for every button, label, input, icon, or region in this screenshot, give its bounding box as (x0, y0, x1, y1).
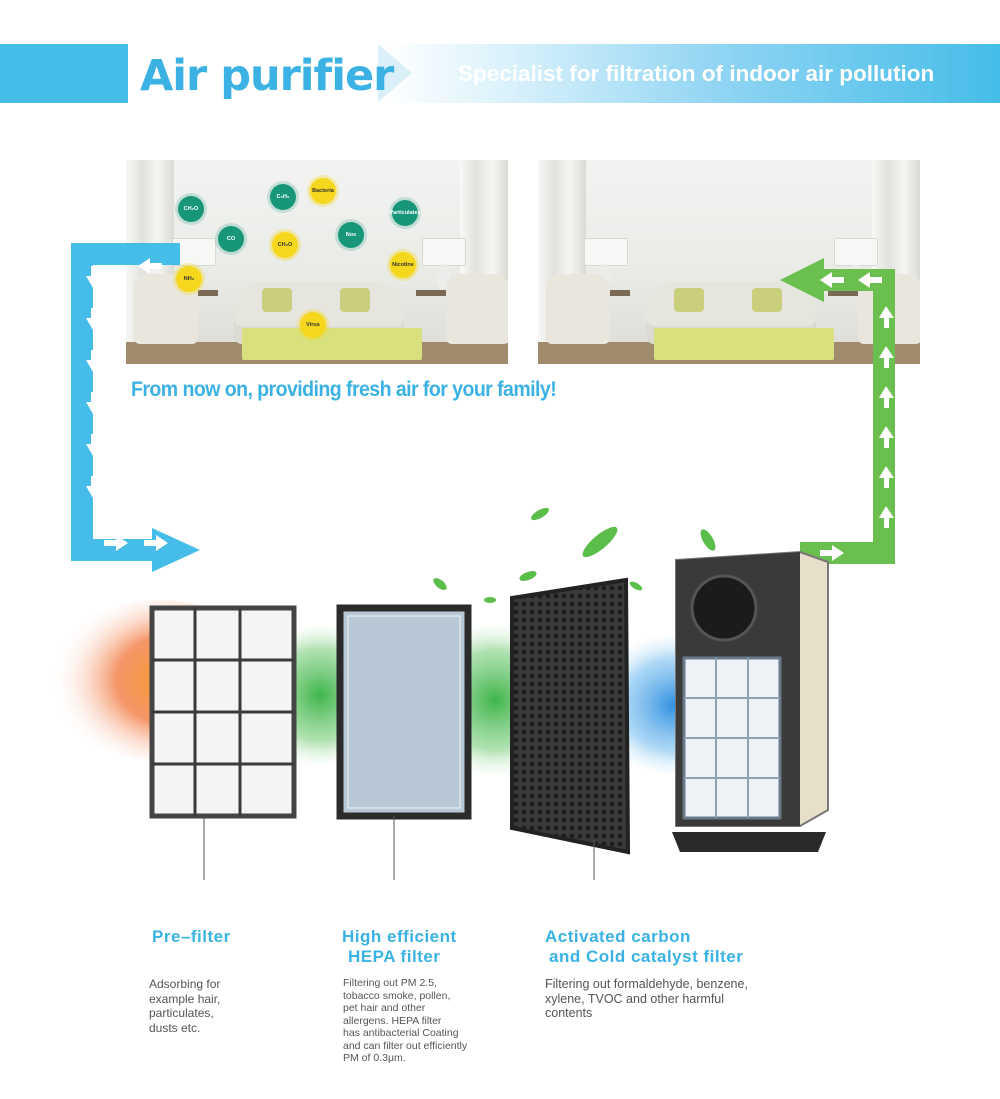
pollutant-badge: CO (218, 226, 244, 252)
carbon-filter-title: Activated carbon and Cold catalyst filte… (545, 927, 744, 966)
pollutant-badge: NH₃ (176, 266, 202, 292)
banner-left-tab (0, 44, 128, 103)
pollutant-badge: CH₂O (272, 232, 298, 258)
clean-room-image (538, 160, 920, 364)
filter-stack-illustration (50, 507, 829, 880)
carbon-filter-panel (510, 577, 631, 855)
hepa-filter-title: High efficient HEPA filter (342, 927, 457, 966)
blue-airflow-arrow (71, 243, 200, 572)
page-title: Air purifier (140, 51, 394, 101)
hepa-filter-description: Filtering out PM 2.5, tobacco smoke, pol… (343, 977, 468, 1064)
pre-filter-description: Adsorbing for example hair, particulates… (149, 977, 221, 1035)
pollutant-badge: C₆H₆ (270, 184, 296, 210)
pollutant-badge: Particulates (389, 200, 421, 226)
pollutant-badge: Virus (300, 312, 326, 338)
hepa-filter-panel (336, 604, 472, 820)
pollutant-badge: Nox (338, 222, 364, 248)
pollutant-badge: Nicotine (390, 252, 416, 278)
banner-gradient-strip (385, 44, 1000, 103)
green-airflow-arrow (780, 258, 895, 564)
page-subtitle: Specialist for filtration of indoor air … (458, 61, 935, 86)
air-purifier-unit (672, 550, 829, 852)
pollutant-badge: CH₂O (178, 196, 204, 222)
pollutant-badge: Bacteria (310, 178, 336, 204)
tagline: From now on, providing fresh air for you… (131, 378, 557, 401)
carbon-filter-description: Filtering out formaldehyde, benzene, xyl… (545, 977, 748, 1020)
pre-filter-panel (149, 605, 297, 819)
polluted-room-image: CH₂O C₆H₆ Bacteria Particulates CO CH₂O … (126, 160, 508, 364)
banner-chevron (378, 44, 412, 102)
header-banner (0, 44, 1000, 103)
pre-filter-title: Pre–filter (152, 927, 231, 946)
